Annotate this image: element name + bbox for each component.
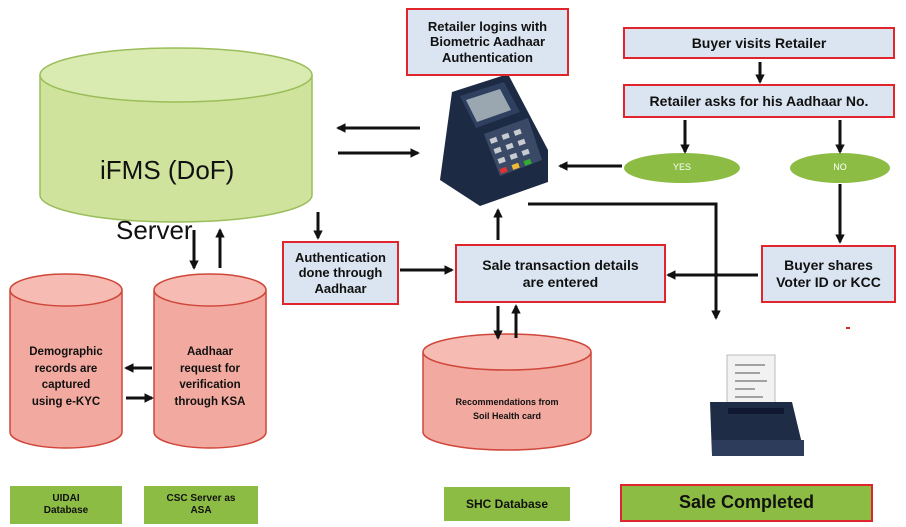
no-oval [790, 153, 890, 183]
server-title-line1: iFMS (DoF) [100, 154, 235, 185]
receipt-printer-icon [710, 354, 804, 456]
decorative-red-mark [846, 327, 850, 329]
server-title-line2: Server [116, 214, 193, 245]
flow-arrows [124, 62, 845, 403]
server-title: iFMS (DoF) Server [100, 126, 270, 275]
no-label: NO [833, 162, 847, 172]
csc-server-cylinder [153, 273, 267, 449]
pos-terminal-icon [440, 74, 548, 206]
csc-server-label: CSC Server as ASA [144, 486, 258, 524]
uidai-database-label: UIDAI Database [10, 486, 122, 524]
ifms-server-cylinder [39, 47, 313, 223]
buyer-shares-box: Buyer shares Voter ID or KCC [761, 245, 896, 303]
shc-database-label: SHC Database [444, 487, 570, 521]
retailer-login-box: Retailer logins with Biometric Aadhaar A… [406, 8, 569, 76]
retailer-asks-box: Retailer asks for his Aadhaar No. [623, 84, 895, 118]
buyer-visits-box: Buyer visits Retailer [623, 27, 895, 59]
uidai-database-cylinder [9, 273, 123, 449]
authentication-box: Authentication done through Aadhaar [282, 241, 399, 305]
demographic-records-text: Demographic records are captured using e… [29, 346, 103, 409]
recommendations-text: Recommendations from Soil Health card [455, 397, 559, 421]
yes-oval [624, 153, 740, 183]
arrow-pos-to-printer [528, 202, 721, 320]
shc-database-cylinder [422, 333, 592, 451]
sale-completed-box: Sale Completed [620, 484, 873, 522]
yes-label: YES [672, 162, 691, 172]
aadhaar-request-text: Aadhaar request for verification through… [174, 346, 246, 409]
sale-details-box: Sale transaction details are entered [455, 244, 666, 303]
